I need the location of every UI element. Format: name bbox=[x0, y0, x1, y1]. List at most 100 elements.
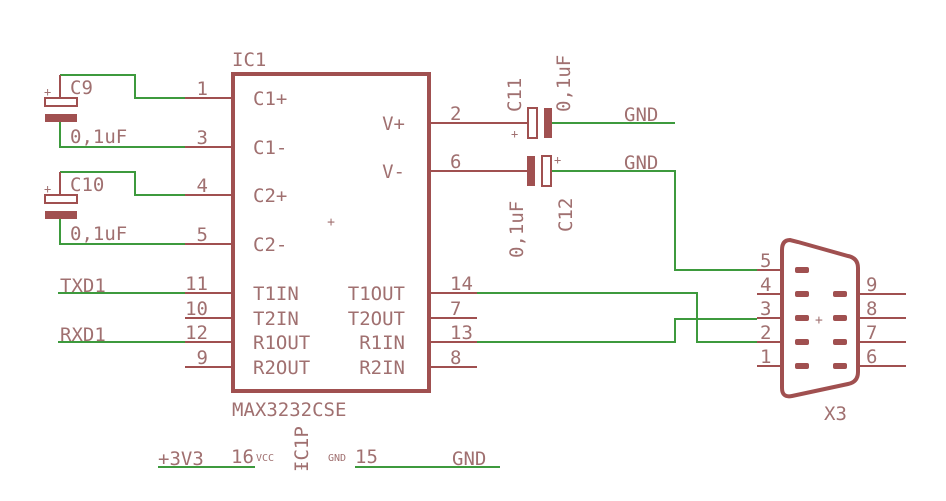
wire-c12-gnd-connector bbox=[550, 170, 757, 271]
c10-plus-sign: + bbox=[44, 182, 51, 196]
ic1p-center-cross: + bbox=[298, 459, 305, 473]
ic1-center-cross: + bbox=[327, 215, 335, 230]
x3-pin-5-contact bbox=[795, 267, 809, 273]
ic1-pin-number: 7 bbox=[450, 298, 461, 320]
net-wires bbox=[58, 74, 757, 468]
ic1-pin-label: T2IN bbox=[253, 308, 299, 330]
c10-plate-solid bbox=[45, 211, 77, 219]
ic1-pin-label: V- bbox=[382, 161, 405, 183]
ic1-pin-label: R1OUT bbox=[253, 332, 310, 354]
capacitor-c9[interactable]: + C9 0,1uF bbox=[44, 75, 127, 148]
c12-value: 0,1uF bbox=[506, 201, 528, 258]
c10-value: 0,1uF bbox=[70, 223, 127, 245]
power-part-ic1p[interactable]: 16 VCC IC1P + GND 15 bbox=[231, 426, 378, 473]
ic1-pin-number: 12 bbox=[185, 322, 208, 344]
ic1-pin-number: 10 bbox=[185, 298, 208, 320]
net-label-gnd-power: GND bbox=[452, 448, 486, 470]
c12-name: C12 bbox=[555, 198, 577, 232]
x3-pin-number: 7 bbox=[866, 322, 877, 344]
ic1-pin-number: 2 bbox=[450, 103, 461, 125]
ic1-pin-label: R1IN bbox=[359, 332, 405, 354]
x3-pin-number: 2 bbox=[760, 322, 771, 344]
ic1-pin-number: 11 bbox=[185, 273, 208, 295]
net-label-txd1: TXD1 bbox=[60, 275, 106, 297]
net-label-vcc: +3V3 bbox=[158, 448, 204, 470]
c12-plate-outline bbox=[541, 155, 552, 187]
ic1p-gnd-label: GND bbox=[328, 453, 346, 464]
ic1-right-pins: 2 V+ 6 V- 14 T1OUT 7 T2OUT 13 R1IN 8 R2IN bbox=[348, 103, 477, 379]
net-label-gnd-c11: GND bbox=[624, 104, 658, 126]
x3-pin-1-contact bbox=[795, 363, 809, 369]
ic1-pin-number: 4 bbox=[197, 175, 208, 197]
ic1-pin-number: 8 bbox=[450, 347, 461, 369]
c11-plus-sign: + bbox=[511, 127, 518, 141]
x3-pin-number: 6 bbox=[866, 346, 877, 368]
ic1-pin-label: T2OUT bbox=[348, 308, 405, 330]
ic1p-gnd-pin-number: 15 bbox=[355, 446, 378, 468]
ic1-pin-label: C2+ bbox=[253, 185, 287, 207]
x3-pin-8-contact bbox=[833, 315, 847, 321]
ic1-name: IC1 bbox=[232, 49, 266, 71]
ic1-pin-label: C1- bbox=[253, 137, 287, 159]
x3-pin-number: 5 bbox=[760, 250, 771, 272]
c10-name: C10 bbox=[70, 174, 104, 196]
x3-shell bbox=[780, 237, 860, 399]
x3-name: X3 bbox=[824, 403, 847, 425]
ic1-pin-label: R2IN bbox=[359, 357, 405, 379]
c11-name: C11 bbox=[504, 78, 526, 112]
ic1-pin-number: 14 bbox=[450, 273, 473, 295]
x3-pin-9-contact bbox=[833, 291, 847, 297]
x3-pin-6-contact bbox=[833, 363, 847, 369]
x3-pin-7-contact bbox=[833, 339, 847, 345]
c9-plus-sign: + bbox=[44, 85, 51, 99]
wire-t1out-x3 bbox=[477, 292, 757, 343]
c10-plate-outline bbox=[44, 194, 78, 204]
wire-c9-minus bbox=[59, 120, 185, 148]
x3-pin-2-contact bbox=[795, 339, 809, 345]
x3-pin-number: 1 bbox=[760, 346, 771, 368]
capacitor-c10[interactable]: + C10 0,1uF bbox=[44, 172, 127, 245]
ic1-pin-number: 3 bbox=[197, 127, 208, 149]
ic1p-name: IC1P bbox=[291, 426, 313, 472]
wire-c10-plus bbox=[60, 171, 185, 196]
net-label-rxd1: RXD1 bbox=[60, 324, 106, 346]
c9-value: 0,1uF bbox=[70, 126, 127, 148]
ic1-pin-number: 1 bbox=[197, 78, 208, 100]
ic1-pin-label: T1OUT bbox=[348, 283, 405, 305]
net-label-gnd-c12: GND bbox=[624, 152, 658, 174]
wire-r1in-x3 bbox=[477, 318, 757, 343]
wire-c9-plus bbox=[60, 74, 185, 99]
c12-plate-solid bbox=[527, 156, 535, 186]
x3-pin-number: 9 bbox=[866, 274, 877, 296]
capacitor-c12[interactable]: + 0,1uF C12 bbox=[477, 153, 577, 258]
ic1-pin-label: T1IN bbox=[253, 283, 299, 305]
ic1-pin-label: R2OUT bbox=[253, 357, 310, 379]
x3-pin-4-contact bbox=[795, 291, 809, 297]
c12-plus-sign: + bbox=[554, 153, 561, 167]
ic1-body bbox=[231, 72, 431, 393]
ic1-pin-number: 9 bbox=[197, 347, 208, 369]
ic1-value: MAX3232CSE bbox=[232, 399, 346, 421]
c11-plate-solid bbox=[544, 108, 552, 138]
x3-center-cross: + bbox=[815, 313, 823, 328]
x3-pin-number: 3 bbox=[760, 298, 771, 320]
c11-value: 0,1uF bbox=[553, 55, 575, 112]
c9-name: C9 bbox=[70, 77, 93, 99]
ic1-pin-number: 13 bbox=[450, 322, 473, 344]
ic1p-vcc-pin-number: 16 bbox=[231, 446, 254, 468]
c9-plate-solid bbox=[45, 114, 77, 122]
ic1-pin-number: 6 bbox=[450, 151, 461, 173]
x3-pin-number: 8 bbox=[866, 298, 877, 320]
ic1-pin-label: V+ bbox=[382, 113, 405, 135]
wire-c10-minus bbox=[59, 218, 185, 245]
ic1-pin-label: C1+ bbox=[253, 88, 287, 110]
ic1-pin-label: C2- bbox=[253, 234, 287, 256]
x3-pin-number: 4 bbox=[760, 274, 771, 296]
c9-plate-outline bbox=[44, 97, 78, 107]
capacitor-c11[interactable]: + C11 0,1uF bbox=[477, 55, 575, 141]
